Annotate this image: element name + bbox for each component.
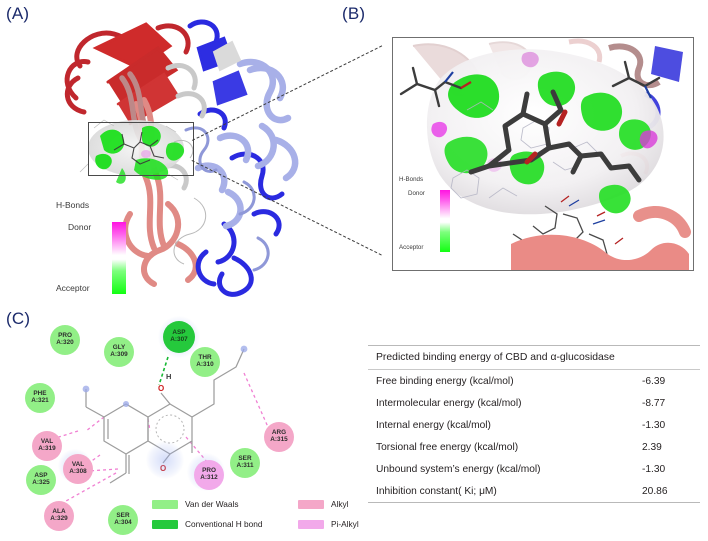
hbond-acceptor-label: Acceptor xyxy=(56,283,90,293)
table-row: Unbound system’s energy (kcal/mol) -1.30 xyxy=(368,458,700,480)
table-cell-value: -8.77 xyxy=(642,397,666,409)
oxygen-bottom-label: O xyxy=(160,464,166,473)
legend-item-alkyl: Alkyl xyxy=(298,499,349,509)
legend-item-conventional-h-bond: Conventional H bond xyxy=(152,519,263,529)
panel-a-label: (A) xyxy=(6,4,30,23)
hbond-gradient-bar xyxy=(112,222,126,294)
hbond-legend-title: H-Bonds xyxy=(56,200,90,210)
legend-swatch-conventional-h-bond xyxy=(152,519,178,529)
legend-swatch-pi-alkyl xyxy=(298,519,324,529)
table-cell-label: Free binding energy (kcal/mol) xyxy=(368,369,642,392)
legend-swatch-alkyl xyxy=(298,499,324,509)
legend-item-van-der-waals: Van der Waals xyxy=(152,499,239,509)
table-row: Torsional free energy (kcal/mol) 2.39 xyxy=(368,436,700,458)
hbond-legend-a: H-Bonds Donor Acceptor xyxy=(56,200,166,300)
table-row: Internal energy (kcal/mol) -1.30 xyxy=(368,414,700,436)
legend-label-pi-alkyl: Pi-Alkyl xyxy=(331,519,359,529)
panel-c: (C) xyxy=(0,305,360,541)
halo-carbonyl xyxy=(146,441,184,479)
binding-site-closeup-frame: H-Bonds Donor Acceptor xyxy=(392,37,694,271)
panel-a: (A) xyxy=(0,0,360,305)
table-cell-label: Internal energy (kcal/mol) xyxy=(376,419,491,431)
table-cell-label: Inhibition constant( Ki; μM) xyxy=(368,480,642,503)
table-row: Free binding energy (kcal/mol) -6.39 xyxy=(368,369,700,392)
hbond-legend-b: H-Bonds Donor Acceptor xyxy=(399,176,489,262)
table-cell-label: Unbound system’s energy (kcal/mol) xyxy=(376,463,541,475)
table-header-cell: Predicted binding energy of CBD and α-gl… xyxy=(368,345,700,370)
table-header-row: Predicted binding energy of CBD and α-gl… xyxy=(368,345,700,370)
panel-b-label: (B) xyxy=(342,4,366,23)
hbond-donor-label-b: Donor xyxy=(408,190,425,197)
table-cell-value: 20.86 xyxy=(642,480,700,503)
panel-c-label: (C) xyxy=(6,309,31,328)
interaction-type-legend: Van der Waals Conventional H bond Alkyl … xyxy=(152,497,360,539)
table-cell-value: -6.39 xyxy=(642,369,700,392)
ligand-interaction-diagram: O O H xyxy=(45,345,269,502)
table-row: Inhibition constant( Ki; μM) 20.86 xyxy=(368,480,700,503)
table-cell-value: -1.30 xyxy=(642,463,666,475)
table-cell-label: Torsional free energy (kcal/mol) xyxy=(376,441,519,453)
table-row: Intermolecular energy (kcal/mol) -8.77 xyxy=(368,392,700,414)
legend-item-pi-alkyl: Pi-Alkyl xyxy=(298,519,359,529)
table-cell-label: Intermolecular energy (kcal/mol) xyxy=(376,397,522,409)
panel-b: (B) xyxy=(342,0,708,305)
protein-ribbon-structure-a xyxy=(64,19,299,297)
hbond-gradient-bar-b xyxy=(440,190,450,252)
hbond-acceptor-label-b: Acceptor xyxy=(399,244,424,251)
oxygen-top-label: O xyxy=(158,384,164,393)
legend-label-van-der-waals: Van der Waals xyxy=(185,499,239,509)
binding-energy-table: Predicted binding energy of CBD and α-gl… xyxy=(368,345,700,503)
legend-label-alkyl: Alkyl xyxy=(331,499,349,509)
hbond-donor-label: Donor xyxy=(68,222,92,232)
table-cell-value: -1.30 xyxy=(642,419,666,431)
hydrogen-label: H xyxy=(166,372,171,381)
legend-label-conventional-h-bond: Conventional H bond xyxy=(185,519,263,529)
hbond-legend-title-b: H-Bonds xyxy=(399,176,424,183)
legend-swatch-van-der-waals xyxy=(152,499,178,509)
table-cell-value: 2.39 xyxy=(642,441,662,453)
region-of-interest-box xyxy=(88,122,194,176)
